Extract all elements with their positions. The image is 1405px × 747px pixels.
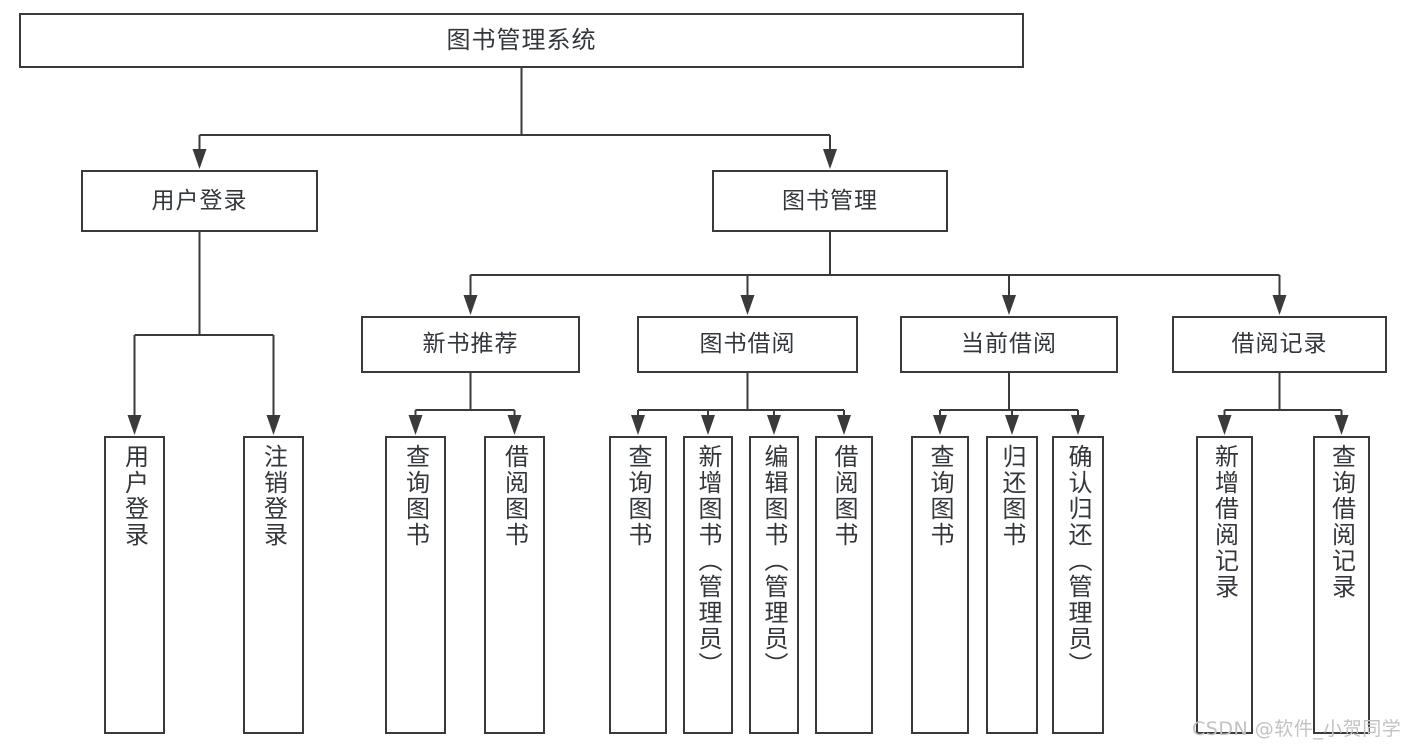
- node-label-l1: 用户登录: [120, 444, 149, 548]
- node-box-bookmgmt[interactable]: 图书管理: [712, 170, 948, 232]
- arrowhead-l1: [127, 415, 142, 435]
- node-label-l3: 查询图书: [401, 444, 430, 548]
- node-box-login[interactable]: 用户登录: [81, 170, 318, 232]
- node-box-l12[interactable]: 新增借阅记录: [1196, 436, 1253, 734]
- arrowhead-l6: [701, 415, 715, 435]
- arrowhead-l2: [266, 415, 281, 435]
- node-label-l11: 确认归还（管理员）: [1064, 444, 1092, 678]
- node-box-newbook[interactable]: 新书推荐: [361, 316, 580, 373]
- arrowhead-l11: [1071, 415, 1085, 435]
- arrowhead-l9: [933, 415, 947, 435]
- node-box-borrow[interactable]: 图书借阅: [637, 316, 858, 373]
- node-label-bookmgmt: 图书管理: [782, 187, 878, 214]
- node-box-l5[interactable]: 查询图书: [609, 436, 667, 734]
- arrowhead-login: [192, 149, 207, 169]
- arrowhead-newbook: [463, 295, 478, 315]
- node-box-l13[interactable]: 查询借阅记录: [1313, 436, 1370, 734]
- node-label-borrow: 图书借阅: [699, 331, 796, 358]
- node-box-l3[interactable]: 查询图书: [385, 436, 446, 734]
- node-box-l10[interactable]: 归还图书: [986, 436, 1038, 734]
- node-label-newbook: 新书推荐: [422, 331, 519, 358]
- arrowhead-l5: [631, 415, 645, 435]
- node-box-l11[interactable]: 确认归还（管理员）: [1052, 436, 1104, 734]
- arrowhead-borrow: [740, 295, 755, 315]
- node-label-login: 用户登录: [151, 187, 248, 214]
- arrowhead-current: [1002, 295, 1016, 315]
- arrowhead-l7: [767, 415, 781, 435]
- node-box-records[interactable]: 借阅记录: [1172, 316, 1387, 373]
- arrowhead-bookmgmt: [823, 149, 837, 169]
- node-label-l9: 查询图书: [926, 444, 954, 548]
- arrowhead-l13: [1334, 415, 1349, 435]
- node-label-current: 当前借阅: [961, 331, 1057, 358]
- node-label-l7: 编辑图书（管理员）: [760, 444, 788, 678]
- node-label-l8: 借阅图书: [830, 444, 858, 548]
- node-label-l4: 借阅图书: [500, 444, 529, 548]
- node-label-l13: 查询借阅记录: [1327, 444, 1356, 600]
- node-box-l6[interactable]: 新增图书（管理员）: [683, 436, 733, 734]
- node-box-l4[interactable]: 借阅图书: [484, 436, 545, 734]
- node-label-l2: 注销登录: [259, 444, 288, 548]
- arrowhead-l3: [408, 415, 423, 435]
- arrowhead-l12: [1217, 415, 1232, 435]
- node-box-l8[interactable]: 借阅图书: [815, 436, 873, 734]
- arrowhead-l10: [1005, 415, 1019, 435]
- arrowhead-l8: [837, 415, 851, 435]
- arrowhead-records: [1272, 295, 1287, 315]
- node-label-l12: 新增借阅记录: [1210, 444, 1239, 600]
- node-box-l2[interactable]: 注销登录: [243, 436, 304, 734]
- node-box-l1[interactable]: 用户登录: [104, 436, 165, 734]
- node-label-l10: 归还图书: [998, 444, 1026, 548]
- node-label-l6: 新增图书（管理员）: [694, 444, 722, 678]
- node-box-l9[interactable]: 查询图书: [911, 436, 969, 734]
- node-label-records: 借阅记录: [1231, 331, 1328, 358]
- arrowhead-l4: [507, 415, 522, 435]
- node-label-root: 图书管理系统: [446, 25, 597, 54]
- node-box-l7[interactable]: 编辑图书（管理员）: [749, 436, 799, 734]
- node-box-current[interactable]: 当前借阅: [900, 316, 1118, 373]
- node-box-root[interactable]: 图书管理系统: [19, 13, 1024, 68]
- node-label-l5: 查询图书: [624, 444, 652, 548]
